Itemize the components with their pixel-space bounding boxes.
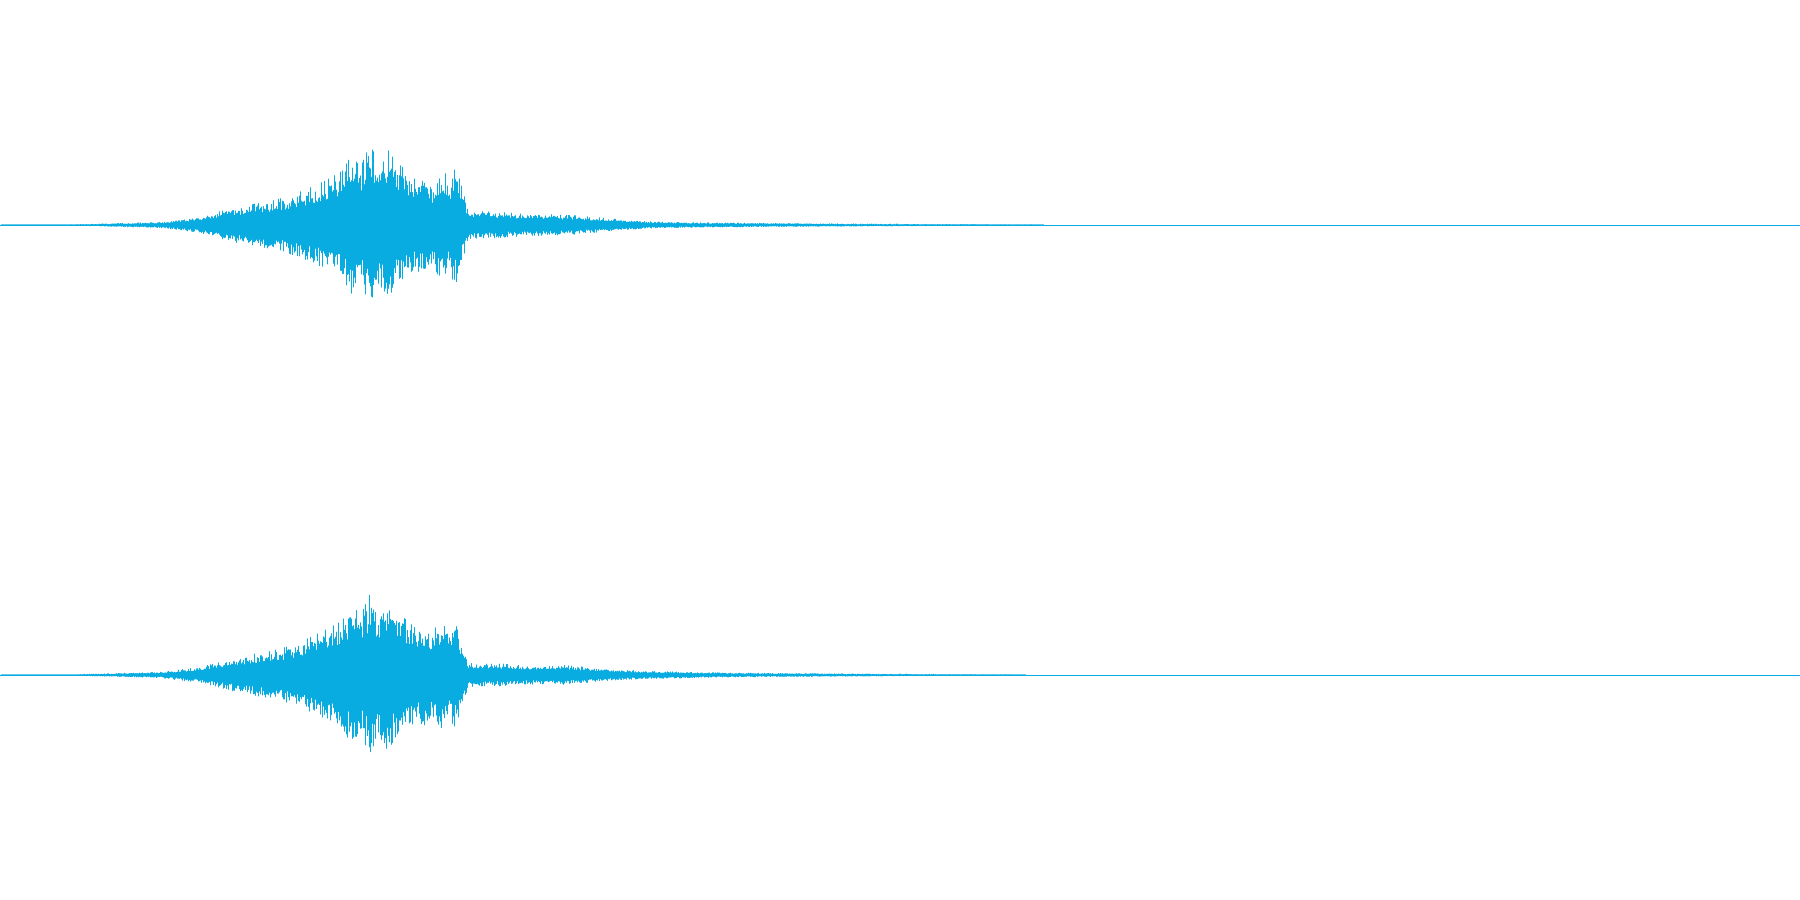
channel-2-waveform (1, 595, 1026, 753)
channel-1 (0, 149, 1800, 298)
channel-2 (0, 595, 1800, 753)
channel-1-waveform (1, 149, 1044, 298)
